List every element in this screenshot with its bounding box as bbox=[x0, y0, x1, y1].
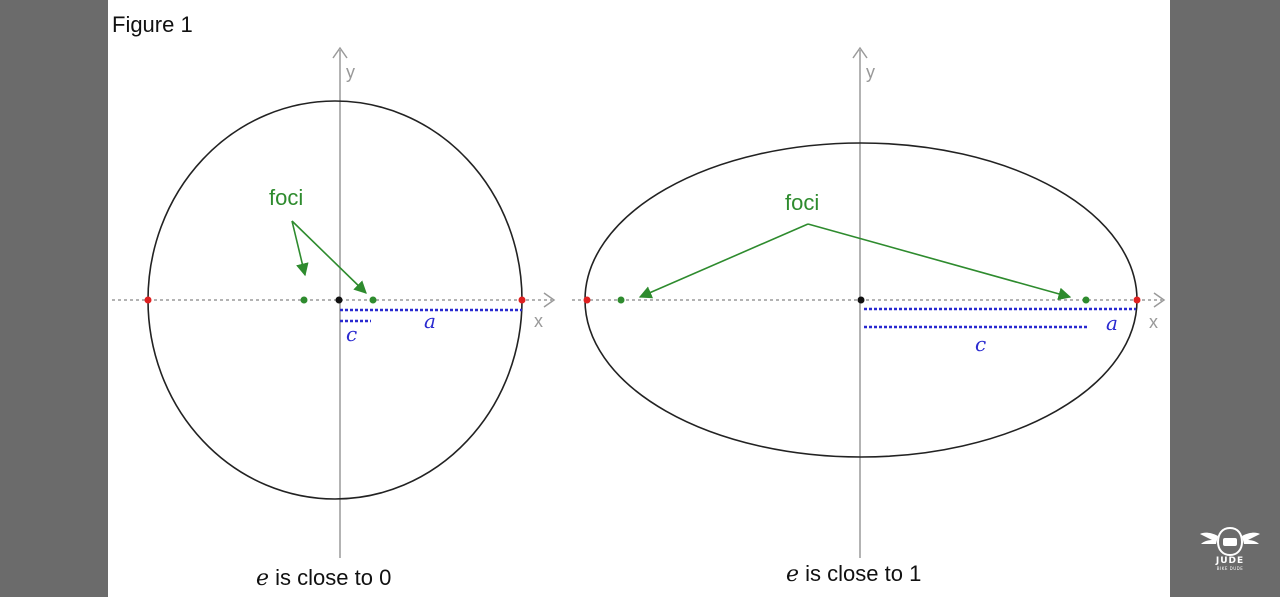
left-focus-1 bbox=[300, 296, 308, 304]
right-center bbox=[857, 296, 865, 304]
right-foci-arrow-2 bbox=[807, 223, 1072, 301]
right-y-axis-arrow-icon bbox=[852, 46, 868, 59]
right-x-axis-label: x bbox=[1149, 312, 1158, 332]
right-foci-label: foci bbox=[785, 190, 819, 215]
watermark-tagline: BIKE DUDE bbox=[1216, 566, 1244, 571]
watermark-name: JUDE bbox=[1215, 556, 1245, 566]
watermark: JUDE BIKE DUDE bbox=[1196, 556, 1264, 571]
left-a-label: a bbox=[424, 309, 436, 333]
left-c-label: c bbox=[346, 322, 357, 346]
left-caption: e is close to 0 bbox=[256, 565, 391, 591]
left-vertex-left bbox=[144, 296, 152, 304]
left-x-axis-label: x bbox=[534, 311, 543, 331]
left-vertex-right bbox=[518, 296, 526, 304]
left-foci-arrow-1 bbox=[291, 220, 309, 277]
right-caption: e is close to 1 bbox=[786, 561, 921, 587]
left-foci-arrow-2 bbox=[291, 220, 367, 294]
left-y-axis-label: y bbox=[346, 62, 355, 82]
left-foci-label: foci bbox=[269, 185, 303, 210]
right-x-axis-arrow-icon bbox=[1153, 292, 1166, 308]
right-a-label: a bbox=[1106, 311, 1118, 335]
right-caption-e: e bbox=[786, 562, 799, 587]
right-focus-1 bbox=[617, 296, 625, 304]
helmet-wings-logo-icon bbox=[1200, 526, 1260, 557]
right-vertex-right bbox=[1133, 296, 1141, 304]
right-focus-2 bbox=[1082, 296, 1090, 304]
left-center bbox=[335, 296, 343, 304]
right-caption-text: is close to 1 bbox=[799, 561, 921, 586]
left-caption-e: e bbox=[256, 566, 269, 591]
right-diagram: x y a c foci e is close to 1 bbox=[572, 46, 1166, 587]
left-diagram: x y a c foci e is close to 0 bbox=[112, 46, 556, 591]
left-y-axis-arrow-icon bbox=[332, 46, 348, 59]
left-caption-text: is close to 0 bbox=[269, 565, 391, 590]
left-focus-2 bbox=[369, 296, 377, 304]
figure-panel bbox=[108, 0, 1170, 597]
right-c-label: c bbox=[975, 332, 986, 356]
left-x-axis-arrow-icon bbox=[543, 292, 556, 308]
right-y-axis-label: y bbox=[866, 62, 875, 82]
figure-title: Figure 1 bbox=[112, 12, 193, 37]
right-foci-arrow-1 bbox=[638, 223, 809, 299]
right-vertex-left bbox=[583, 296, 591, 304]
